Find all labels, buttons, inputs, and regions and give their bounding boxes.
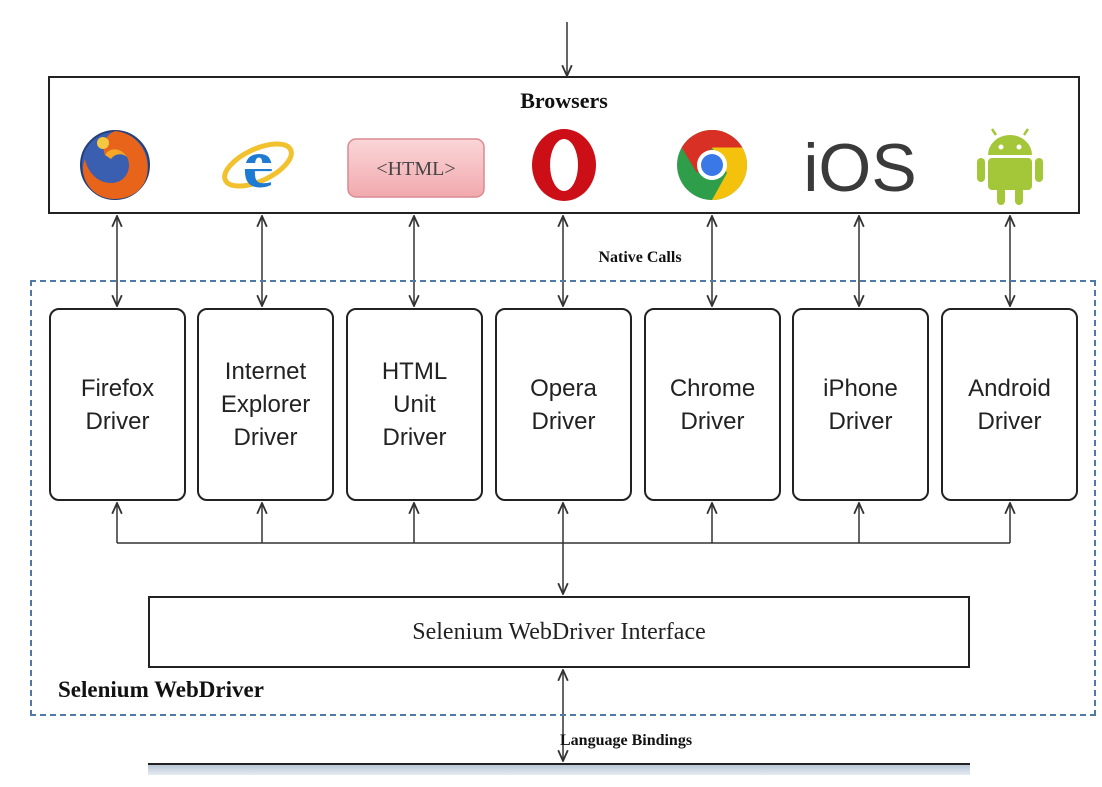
- driver-label-line: Chrome: [669, 374, 756, 402]
- htmlunit-icon: <HTML>: [346, 137, 486, 199]
- android-icon: [970, 125, 1050, 205]
- ios-icon: iOS: [800, 125, 920, 206]
- internet-explorer-icon: e: [218, 125, 298, 205]
- driver-label-line: Firefox: [80, 374, 155, 402]
- driver-label-line: Driver: [680, 407, 745, 435]
- language-bindings-box: [148, 763, 970, 775]
- driver-label-line: Driver: [977, 407, 1042, 435]
- opera-icon: [524, 125, 604, 205]
- selenium-webdriver-container: [30, 280, 1096, 716]
- webdriver-interface-box: Selenium WebDriver Interface: [148, 596, 970, 668]
- driver-label-line: Android: [968, 374, 1051, 402]
- driver-label-line: Opera: [530, 374, 597, 402]
- ios-icon-text: iOS: [803, 130, 916, 205]
- driver-label-line: Explorer: [220, 391, 311, 418]
- native-calls-label: Native Calls: [598, 249, 682, 266]
- firefox-icon: [75, 125, 155, 205]
- driver-label-line: HTML: [381, 358, 448, 385]
- webdriver-interface-label: Selenium WebDriver Interface: [412, 618, 706, 645]
- selenium-webdriver-label: Selenium WebDriver: [58, 677, 264, 702]
- browsers-title: Browsers: [520, 88, 608, 113]
- language-bindings-label: Language Bindings: [560, 732, 693, 749]
- driver-label-line: Driver: [531, 407, 596, 435]
- driver-label-line: Internet: [224, 358, 307, 385]
- htmlunit-icon-text: <HTML>: [376, 158, 455, 180]
- driver-label-line: Driver: [233, 424, 298, 451]
- chrome-icon: [672, 125, 752, 205]
- driver-label-line: Driver: [85, 407, 150, 435]
- driver-label-line: iPhone: [823, 374, 898, 402]
- driver-label-line: Driver: [828, 407, 893, 435]
- driver-label-line: Driver: [382, 424, 447, 451]
- driver-label-line: Unit: [393, 391, 436, 418]
